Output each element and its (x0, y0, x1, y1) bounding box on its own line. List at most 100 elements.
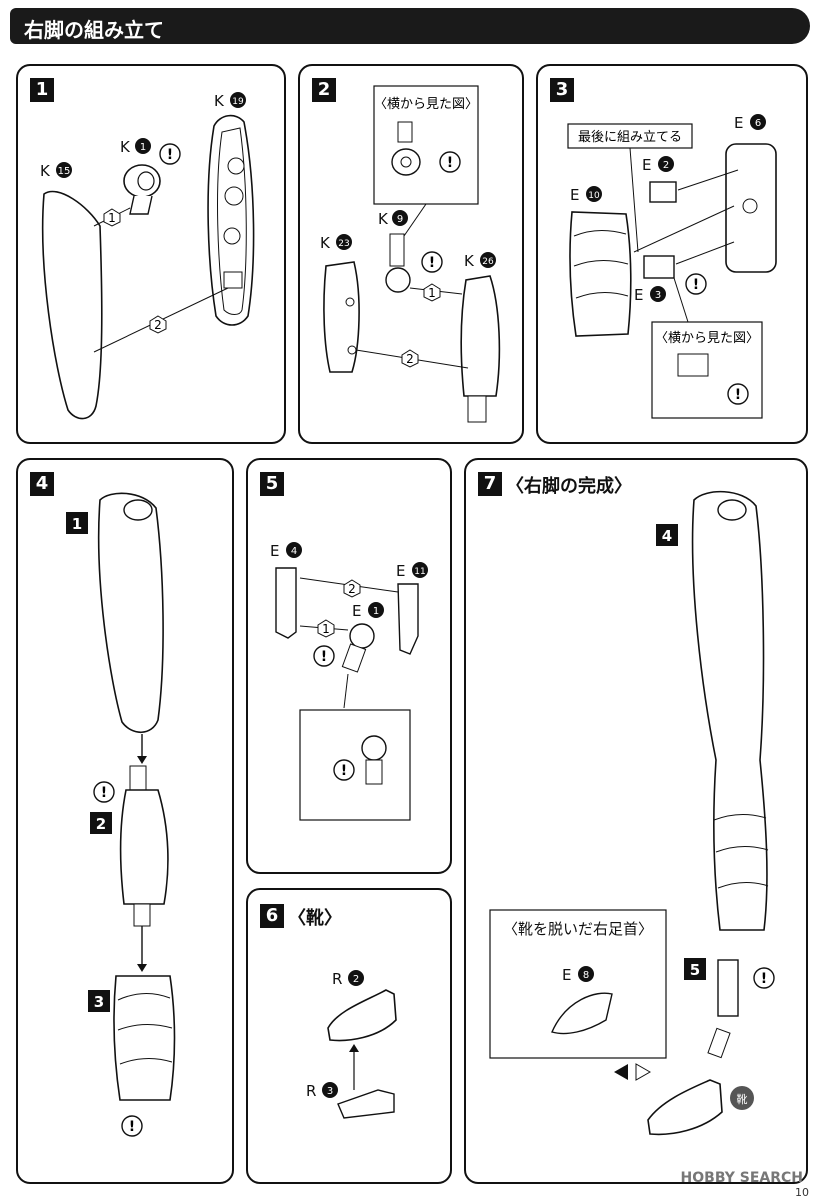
part-k26 (460, 275, 501, 397)
step-2-panel: 2 〈横から見た図〉 ! K 9 ! 1 K 23 K 26 2 (298, 64, 524, 444)
shoe-r2 (327, 989, 397, 1042)
step-6-panel: 6 〈靴〉 R 2 R 3 (246, 888, 452, 1184)
part-label-k19-letter: K (214, 92, 225, 110)
step-1-illustration: K 15 K 1 ! 1 K 19 2 (40, 92, 255, 420)
part-label-k1-letter: K (120, 138, 131, 156)
svg-text:2: 2 (154, 318, 162, 332)
svg-text:K: K (464, 252, 475, 270)
svg-text:〈横から見た図〉: 〈横から見た図〉 (655, 331, 759, 346)
swap-arrow-icon (614, 1064, 628, 1080)
svg-text:1: 1 (72, 515, 82, 533)
knee-part (119, 789, 169, 905)
sole-r3 (337, 1089, 395, 1119)
step-4-number: 4 (30, 472, 54, 496)
side-view-callout (373, 85, 479, 205)
step-7-number: 7 (478, 472, 502, 496)
part-badge-k15-text: 15 (58, 166, 71, 177)
step-3-panel: 3 最後に組み立てる E 6 E 2 E 10 E 3 ! 〈横から見た図〉 (536, 64, 808, 444)
step-5-number: 5 (260, 472, 284, 496)
last-assemble-caption: 最後に組み立てる (578, 130, 682, 145)
part-e4 (275, 567, 297, 639)
part-badge-k1-text: 1 (140, 142, 146, 153)
svg-text:3: 3 (655, 290, 661, 301)
step-4-panel: 4 1 ! 2 3 ! (16, 458, 234, 1184)
step-7-panel: 7 〈右脚の完成〉 4 5 ! 〈靴を脱いだ右足首〉 E 8 靴 (464, 458, 808, 1184)
svg-text:1: 1 (373, 606, 379, 617)
svg-text:E: E (396, 562, 405, 580)
svg-text:!: ! (735, 387, 741, 403)
svg-text:!: ! (321, 649, 327, 665)
svg-text:E: E (642, 156, 651, 174)
part-e11 (397, 583, 419, 655)
step-6-title: 〈靴〉 (288, 908, 342, 929)
step-2-illustration: 〈横から見た図〉 ! K 9 ! 1 K 23 K 26 2 (320, 85, 501, 423)
part-badge-k23 (336, 234, 352, 250)
part-e3 (643, 255, 675, 279)
substep-2-badge (90, 812, 112, 834)
svg-text:3: 3 (327, 1086, 333, 1097)
ankle-part (717, 959, 739, 1017)
svg-text:8: 8 (583, 970, 589, 981)
order-hex-1 (103, 208, 121, 227)
shoe-complete (647, 1079, 723, 1136)
svg-text:!: ! (693, 277, 699, 293)
svg-text:1: 1 (108, 211, 116, 225)
svg-text:E: E (634, 286, 643, 304)
step-6-illustration: R 2 R 3 (306, 970, 397, 1119)
section-header: 右脚の組み立て (10, 8, 810, 44)
detail-callout-5 (299, 709, 411, 821)
svg-text:2: 2 (348, 582, 356, 596)
shin-part (113, 975, 176, 1101)
page-title: 右脚の組み立て (24, 18, 164, 42)
order-hex-2 (149, 315, 167, 334)
step-7-illustration: 4 5 ! 〈靴を脱いだ右足首〉 E 8 靴 (489, 490, 775, 1136)
step-2-number: 2 (312, 78, 336, 102)
step-3-illustration: 最後に組み立てる E 6 E 2 E 10 E 3 ! 〈横から見た図〉 ! (567, 114, 777, 419)
svg-text:5: 5 (690, 961, 700, 979)
step-7-title: 〈右脚の完成〉 (506, 476, 632, 497)
caution-text: ! (167, 147, 173, 163)
side-view-caption: 〈横から見た図〉 (374, 97, 478, 112)
svg-text:9: 9 (397, 214, 403, 225)
thigh-assembly (97, 492, 164, 734)
part-label-k15-letter: K (40, 162, 51, 180)
svg-text:11: 11 (414, 567, 425, 577)
svg-text:3: 3 (94, 993, 104, 1011)
svg-text:R: R (306, 1082, 316, 1100)
svg-text:1: 1 (428, 286, 436, 300)
step-5-illustration: E 4 E 11 2 E 1 1 ! ! (270, 542, 428, 821)
svg-text:!: ! (129, 1119, 135, 1135)
step-6-number: 6 (260, 904, 284, 928)
svg-text:R: R (332, 970, 342, 988)
svg-text:!: ! (101, 785, 107, 801)
svg-text:E: E (270, 542, 279, 560)
part-e2 (649, 181, 677, 203)
svg-text:!: ! (447, 155, 453, 171)
svg-text:!: ! (429, 255, 435, 271)
svg-text:4: 4 (291, 546, 297, 557)
part-e1 (349, 623, 375, 649)
part-badge-k1 (135, 138, 151, 154)
step-3-number: 3 (550, 78, 574, 102)
svg-text:26: 26 (482, 257, 494, 267)
part-k23 (323, 261, 360, 373)
svg-text:2: 2 (96, 815, 106, 833)
svg-text:E: E (570, 186, 579, 204)
part-badge-k9 (392, 210, 408, 226)
svg-text:!: ! (761, 971, 767, 987)
substep-1-badge (66, 512, 88, 534)
page-number: 10 (795, 1186, 809, 1199)
svg-text:1: 1 (322, 622, 330, 636)
step-5-panel: 5 E 4 E 11 2 E 1 1 ! ! (246, 458, 452, 874)
substep-3-badge (88, 990, 110, 1012)
svg-text:23: 23 (338, 239, 349, 249)
part-badge-k19-text: 19 (232, 97, 244, 107)
leg-shell-k15 (41, 190, 103, 420)
svg-text:K: K (320, 234, 331, 252)
step-1-number: 1 (30, 78, 54, 102)
part-e10 (569, 211, 632, 337)
shoe-badge (730, 1086, 754, 1110)
ankle-callout-title: 〈靴を脱いだ右足首〉 (503, 920, 653, 938)
svg-text:E: E (562, 966, 571, 984)
svg-text:10: 10 (588, 191, 600, 201)
